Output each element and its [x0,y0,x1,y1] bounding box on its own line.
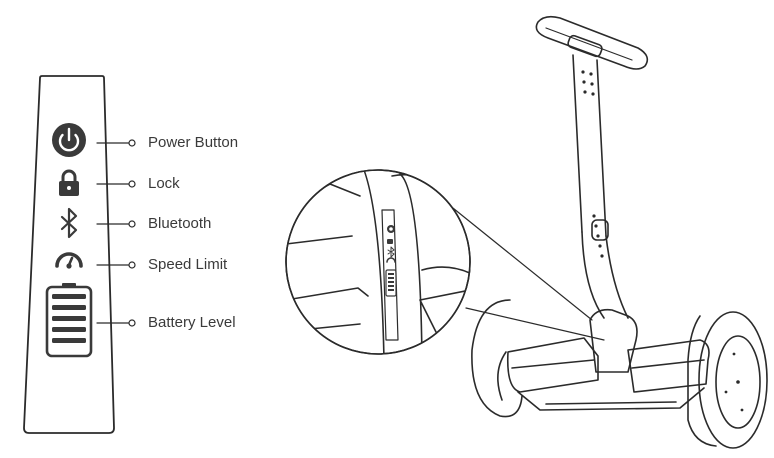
zoom-line-lower [465,307,605,341]
label-bluetooth: Bluetooth [148,215,212,232]
power-icon [52,123,86,157]
lock-icon [59,169,79,196]
label-power-button: Power Button [148,134,239,151]
left-wheel [471,299,523,418]
label-battery-level: Battery Level [148,314,236,331]
right-wheel [687,311,768,449]
control-panel [23,75,115,434]
scooter-illustration [471,15,768,449]
steering-column [572,54,607,237]
battery-icon [45,283,93,358]
label-lock: Lock [148,175,180,192]
bluetooth-icon [60,207,78,239]
label-speed-limit: Speed Limit [148,256,228,273]
callout-leaders [96,139,136,327]
speedometer-icon [55,252,83,269]
handlebar [535,15,649,70]
zoom-line-upper [437,195,593,321]
zoom-detail [285,169,471,355]
